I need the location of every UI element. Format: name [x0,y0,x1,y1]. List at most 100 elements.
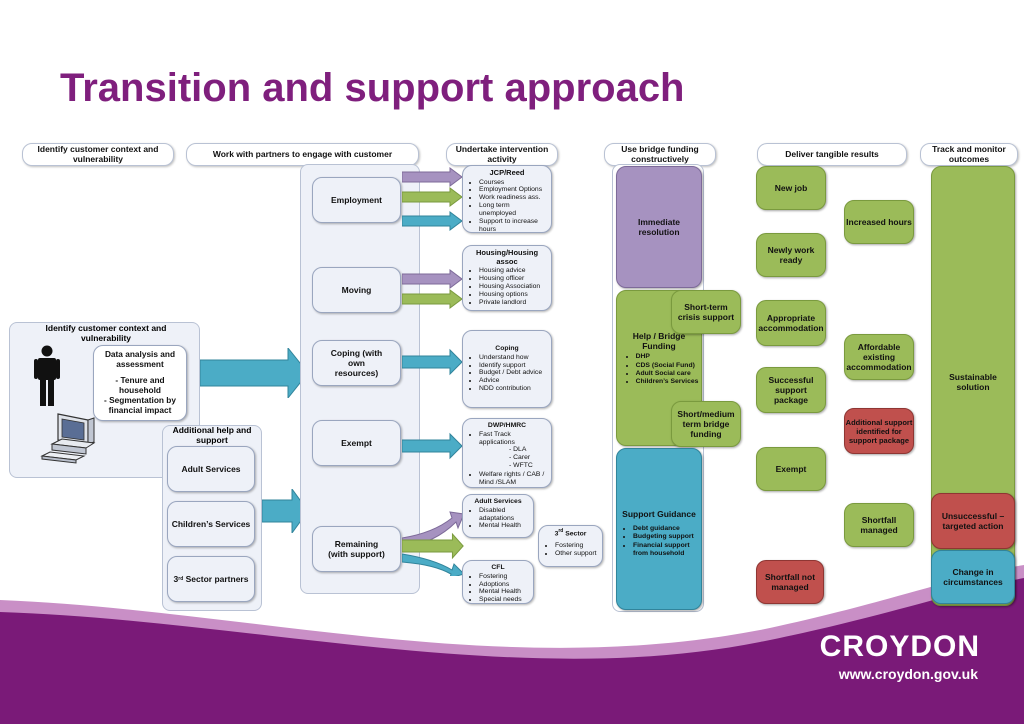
card-adult: Adult Services Disabled adaptations Ment… [462,494,534,538]
card-cfl-item: Special needs [479,596,529,604]
card-dwp: DWP/HMRC Fast Track applications - DLA -… [462,418,552,488]
support-guidance-title: Support Guidance [622,509,696,519]
card-dwp-sub: - Carer [509,454,531,462]
arrow-to-partners-top [200,348,309,398]
stage-partners: Work with partners to engage with custom… [186,143,419,166]
card-sector-item: Fostering [555,542,598,550]
card-coping-title: Coping [495,345,519,352]
card-sector-item: Other support [555,550,598,558]
card-coping-item: Understand how [479,354,547,362]
computer-icon [40,413,96,464]
card-sector-title: 3rd Sector [543,528,598,538]
card-housing-item: Housing advice [479,267,547,275]
connector-arrows [402,167,464,576]
card-third-sector: 3rd Sector Fostering Other support [538,525,603,567]
card-sector-label: Sector [563,530,587,538]
support-guidance-box: Support Guidance Debt guidance Budgeting… [616,448,702,610]
card-housing-title: Housing/Housing assoc [475,248,539,266]
stage-identify: Identify customer context and vulnerabil… [22,143,174,166]
result-successful-support: Successful support package [756,367,826,413]
outcome-unsuccessful: Unsuccessful – targeted action [931,493,1015,549]
short-term-crisis-box: Short-term crisis support [671,290,741,334]
help-bridge-item: DHP [636,353,699,361]
adult-services-box: Adult Services [167,446,255,492]
croydon-logo: CROYDON [819,630,980,663]
card-dwp-item: Welfare rights / CAB / Mind /SLAM [479,471,547,487]
card-coping-item: Identify support [479,362,547,370]
card-jcp-item: Work readiness ass. [479,194,547,202]
result-additional-support: Additional support identified for suppor… [844,408,914,454]
result-appropriate-accommodation: Appropriate accommodation [756,300,826,346]
result-shortfall-not-managed: Shortfall not managed [756,560,824,604]
outcome-change: Change in circumstances [931,550,1015,604]
card-coping-item: Advice [479,377,547,385]
card-cfl-title: CFL [491,564,505,571]
category-remaining: Remaining (with support) [312,526,401,572]
card-cfl-item: Adoptions [479,581,529,589]
category-exempt: Exempt [312,420,401,466]
result-newly-work-ready: Newly work ready [756,233,826,277]
card-adult-title: Adult Services [474,498,522,505]
medium-term-funding-box: Short/medium term bridge funding [671,401,741,447]
help-bridge-title: Help / Bridge Funding [632,331,686,352]
card-cfl-item: Mental Health [479,588,529,596]
result-increased-hours: Increased hours [844,200,914,244]
third-sector-label: Sector partners [183,573,249,584]
result-shortfall-managed: Shortfall managed [844,503,914,547]
card-housing-item: Private landlord [479,299,547,307]
support-guidance-item: Debt guidance [633,525,701,533]
person-icon [34,345,60,406]
stage-intervention: Undertake intervention activity [446,143,558,166]
card-housing-item: Housing options [479,291,547,299]
croydon-url[interactable]: www.croydon.gov.uk [838,666,978,682]
category-coping: Coping (with own resources) [312,340,401,386]
card-jcp: JCP/Reed Courses Employment Options Work… [462,165,552,233]
card-coping: Coping Understand how Identify support B… [462,330,552,408]
card-sector-sup: rd [558,528,564,534]
category-moving: Moving [312,267,401,313]
third-sector-num: 3 [173,573,179,584]
data-analysis-box: Data analysis and assessment - Tenure an… [93,345,187,421]
help-bridge-item: CDS (Social Fund) [636,362,699,370]
stage-bridge: Use bridge funding constructively [604,143,716,166]
card-jcp-item: Courses [479,179,547,187]
card-cfl: CFL Fostering Adoptions Mental Health Sp… [462,560,534,604]
help-bridge-item: Children’s Services [636,378,699,386]
stage-results: Deliver tangible results [757,143,907,166]
customer-panel-title: Identify customer context and vulnerabil… [45,323,167,343]
card-jcp-title: JCP/Reed [489,168,525,177]
card-dwp-title: DWP/HMRC [487,422,527,429]
result-new-job: New job [756,166,826,210]
analysis-item: - Segmentation by financial impact [104,394,176,415]
immediate-resolution-box: Immediate resolution [616,166,702,288]
card-dwp-item: Fast Track applications [479,431,547,447]
card-dwp-sub: - WFTC [509,462,533,470]
card-housing: Housing/Housing assoc Housing advice Hou… [462,245,552,311]
card-jcp-item: Employment Options [479,186,547,194]
card-adult-item: Mental Health [479,522,529,530]
page-title: Transition and support approach [60,66,685,110]
analysis-item: - Tenure and household [115,375,165,395]
card-adult-item: Disabled adaptations [479,507,529,523]
help-bridge-item: Adult Social care [636,370,699,378]
card-coping-item: NDD contribution [479,385,547,393]
support-guidance-item: Financial support from household [633,542,701,558]
card-cfl-item: Fostering [479,573,529,581]
additional-help-title: Additional help and support [172,425,252,445]
analysis-title: Data analysis and assessment [104,349,176,370]
card-coping-item: Budget / Debt advice [479,369,547,377]
result-exempt: Exempt [756,447,826,491]
card-jcp-item: Long term unemployed [479,202,547,218]
footer-band [0,565,1024,724]
third-sector-sup: rd [178,576,184,582]
card-sector-num: 3 [554,530,559,538]
childrens-services-box: Children’s Services [167,501,255,547]
card-housing-item: Housing officer [479,275,547,283]
support-guidance-item: Budgeting support [633,533,701,541]
category-employment: Employment [312,177,401,223]
card-housing-item: Housing Association [479,283,547,291]
card-dwp-sub: - DLA [509,446,527,454]
stage-track: Track and monitor outcomes [920,143,1018,166]
card-jcp-item: Support to increase hours [479,218,547,234]
